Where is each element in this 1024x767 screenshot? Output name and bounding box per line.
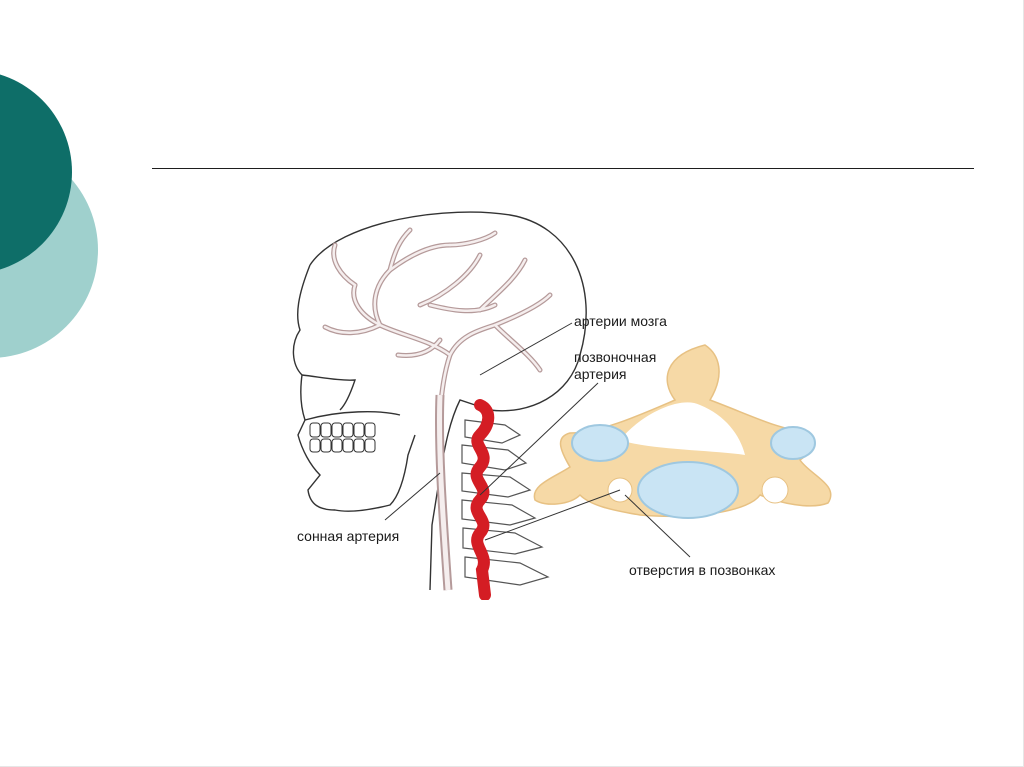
- label-vertebral-artery-line1: позвоночная: [574, 349, 656, 365]
- leader-carotid-artery: [385, 473, 440, 520]
- teeth: [310, 423, 375, 452]
- left-facet: [572, 425, 628, 461]
- title-underline: [152, 168, 974, 169]
- vertebral-body: [638, 462, 738, 518]
- decorative-circles: [0, 0, 110, 420]
- right-foramen: [762, 477, 788, 503]
- leader-brain-arteries: [480, 323, 572, 375]
- vertebral-artery: [477, 405, 489, 595]
- label-vertebral-foramina: отверстия в позвонках: [629, 562, 775, 578]
- label-brain-arteries: артерии мозга: [574, 313, 667, 329]
- label-carotid-artery: сонная артерия: [297, 528, 399, 544]
- label-vertebral-artery-line2: артерия: [574, 366, 627, 382]
- right-facet: [771, 427, 815, 459]
